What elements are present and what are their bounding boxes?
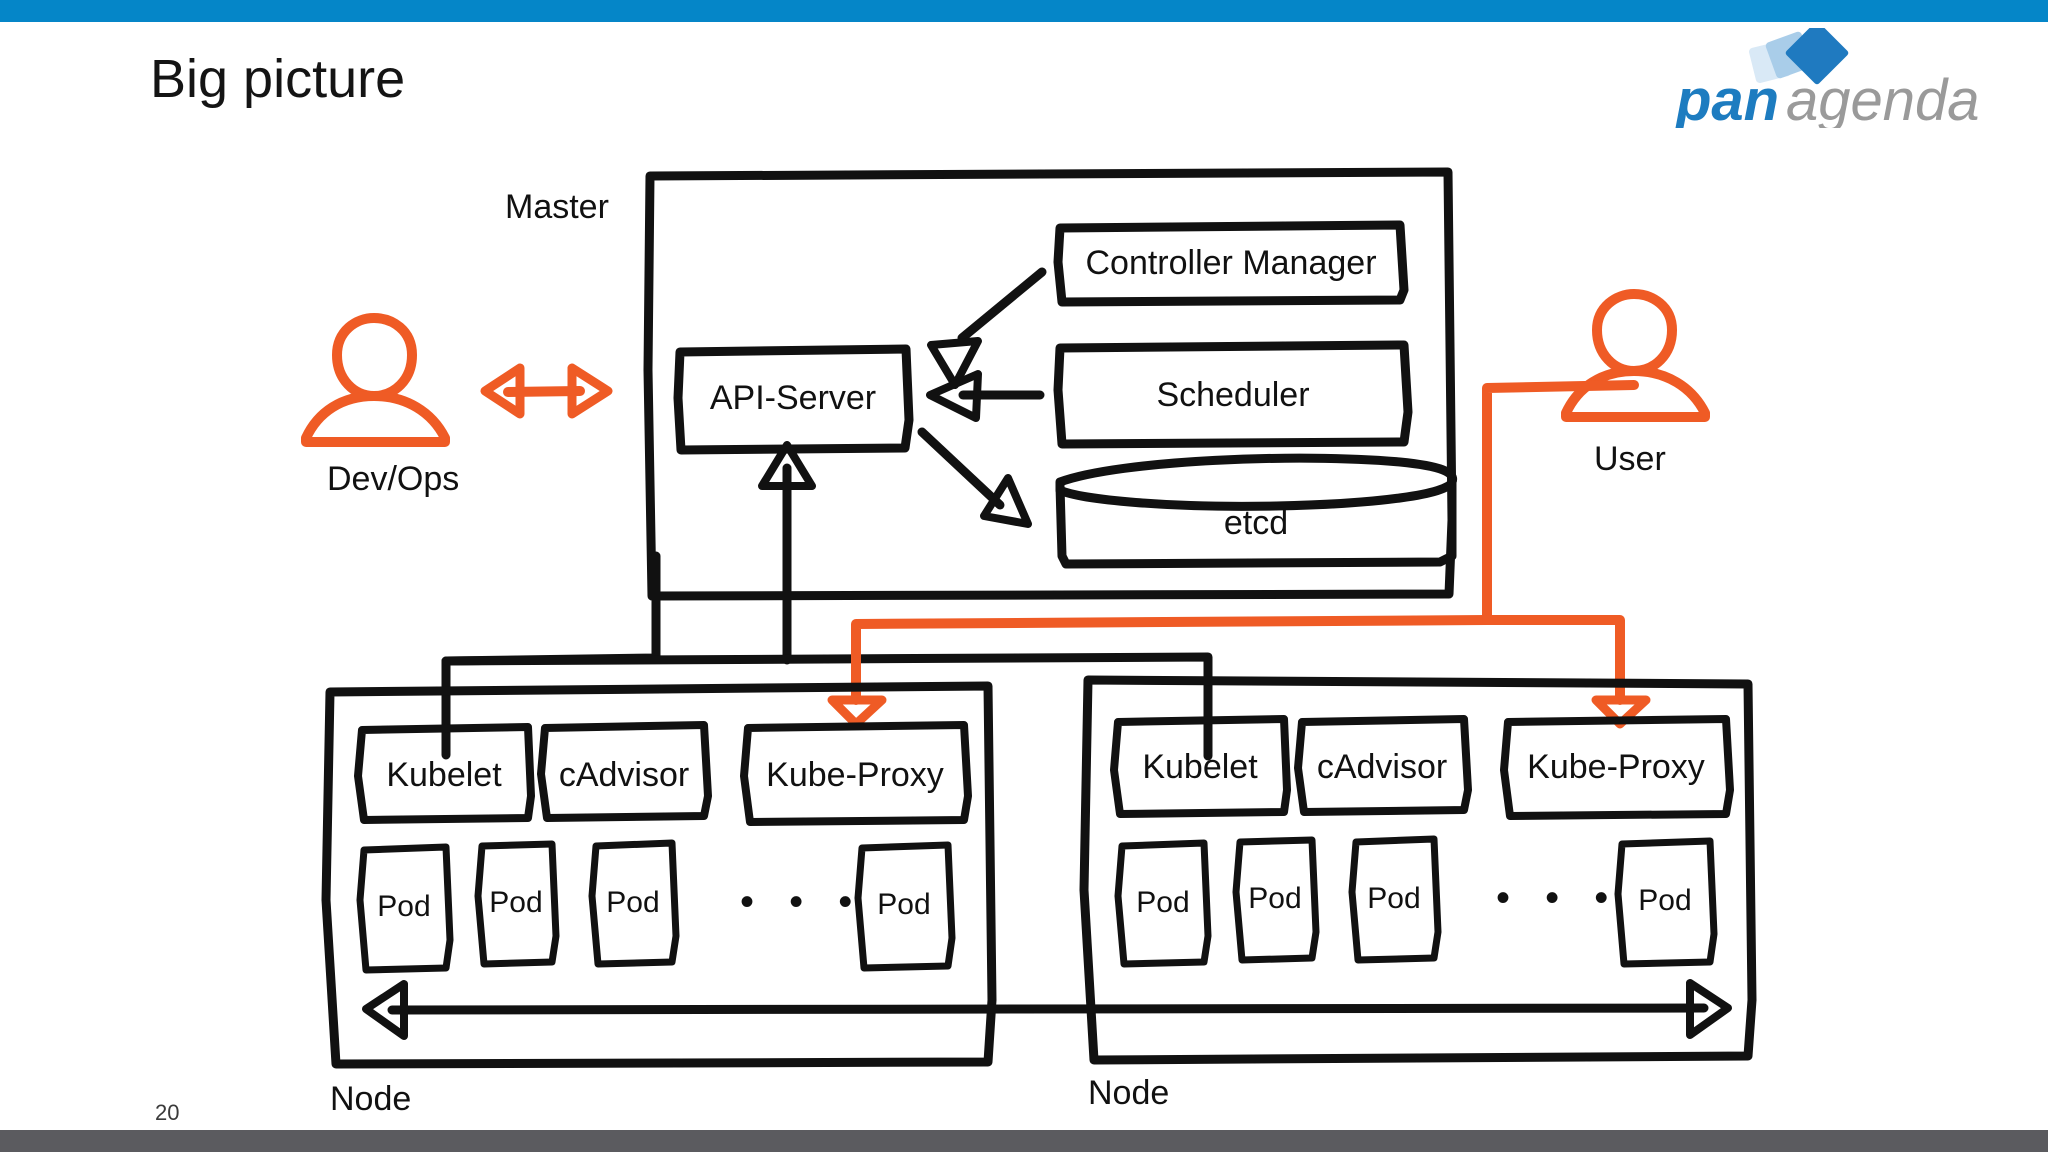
arrow-scheduler-to-api <box>926 370 1045 422</box>
arrow-controller-to-api <box>927 267 1047 389</box>
right-kubeproxy-label: Kube-Proxy <box>1527 748 1705 786</box>
right-pod-label-3: Pod <box>1367 882 1421 915</box>
arrow-nodes-to-api-server <box>758 441 816 665</box>
left-pod-label-1: Pod <box>377 890 431 923</box>
controller-manager-label: Controller Manager <box>1085 244 1377 282</box>
page-number: 20 <box>155 1100 180 1125</box>
left-kubeproxy-label: Kube-Proxy <box>766 756 944 794</box>
arrow-api-to-etcd <box>917 427 1032 528</box>
etcd-label: etcd <box>1223 504 1289 542</box>
right-pod-label-2: Pod <box>1248 882 1302 915</box>
api-server-label: API-Server <box>709 379 877 417</box>
user-person-icon <box>1561 289 1710 422</box>
right-pod-label-1: Pod <box>1136 886 1190 919</box>
connector-master-to-left-node <box>441 551 661 760</box>
left-pod-label-2: Pod <box>489 886 543 919</box>
scheduler-label: Scheduler <box>1156 376 1310 414</box>
left-node-label: Node <box>330 1080 412 1118</box>
master-label: Master <box>505 188 609 226</box>
logo-brand-light: agenda <box>1786 68 1980 128</box>
left-pod-label-4: Pod <box>877 888 931 921</box>
devops-person-icon <box>301 313 450 447</box>
user-label: User <box>1594 440 1666 478</box>
right-cadvisor-label: cAdvisor <box>1316 748 1448 786</box>
logo-brand-bold: pan <box>1674 68 1779 128</box>
node-to-node-double-arrow <box>362 979 1732 1040</box>
bottom-accent-bar <box>0 1130 2048 1152</box>
right-pod-label-4: Pod <box>1638 884 1692 917</box>
left-pods-ellipsis: • • • <box>740 880 865 924</box>
right-node-box <box>1079 675 1757 1065</box>
devops-label: Dev/Ops <box>327 460 460 498</box>
orange-user-route <box>827 380 1651 729</box>
left-node-box <box>321 681 997 1069</box>
right-kubelet-label: Kubelet <box>1142 748 1258 786</box>
left-pod-label-3: Pod <box>606 886 660 919</box>
right-pods-ellipsis: • • • <box>1496 876 1621 920</box>
panagenda-logo: pan agenda <box>1660 28 2010 128</box>
logo-diamonds <box>1749 28 1849 85</box>
top-accent-bar <box>0 0 2048 22</box>
page-title: Big picture <box>150 49 406 109</box>
right-node-label: Node <box>1088 1074 1170 1112</box>
connector-node-top-rail <box>441 652 1213 761</box>
devops-double-arrow <box>480 363 613 419</box>
left-kubelet-label: Kubelet <box>386 756 502 794</box>
left-cadvisor-label: cAdvisor <box>558 756 690 794</box>
